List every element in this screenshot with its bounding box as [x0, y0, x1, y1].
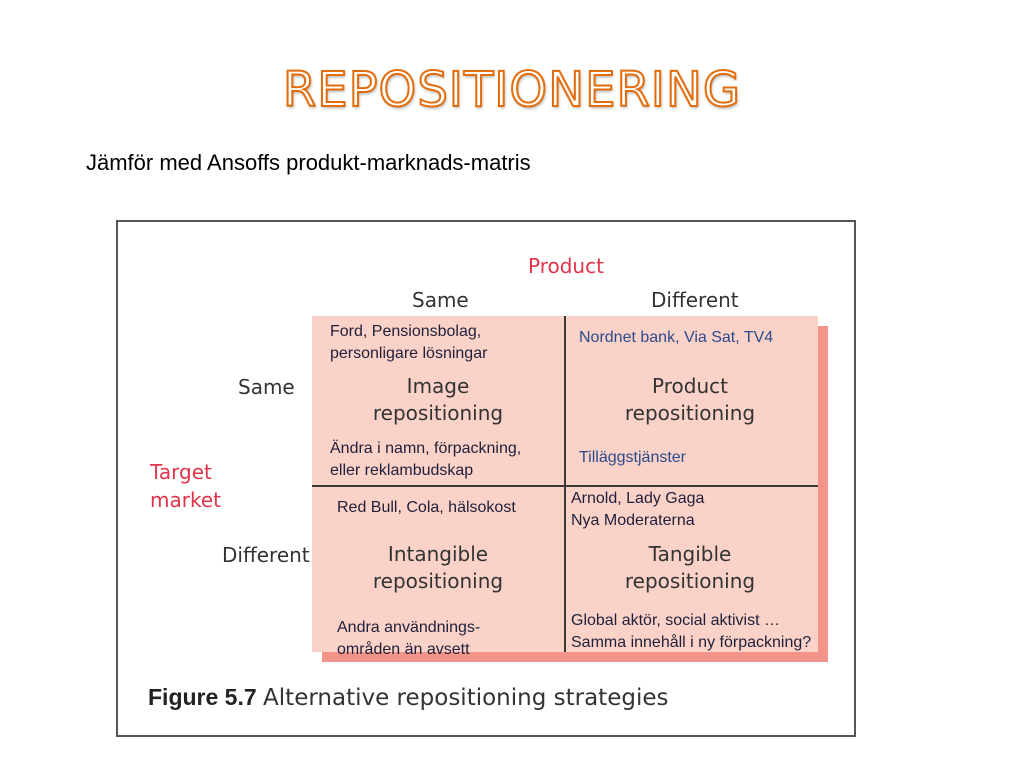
note-intangible-methods: Andra användnings- områden än avsett [337, 617, 480, 661]
note-line: personligare lösningar [330, 345, 488, 362]
column-header-same: Same [412, 288, 469, 312]
matrix-divider-horizontal [312, 485, 818, 487]
quadrant-title-line1: Image [406, 374, 470, 398]
note-line: Arnold, Lady Gaga [571, 490, 705, 507]
column-header-different: Different [651, 288, 739, 312]
quadrant-product-repositioning: Product repositioning [570, 373, 810, 427]
note-line: Andra användnings- [337, 619, 481, 636]
quadrant-title-line2: repositioning [372, 401, 504, 425]
note-intangible-examples: Red Bull, Cola, hälsokost [337, 499, 516, 516]
note-image-examples: Ford, Pensionsbolag, personligare lösnin… [330, 321, 487, 365]
row-header-same: Same [238, 375, 295, 399]
note-line: Samma innehåll i ny förpackning? [571, 634, 812, 651]
matrix-divider-vertical [564, 316, 566, 652]
quadrant-title-line1: Intangible [387, 542, 489, 566]
quadrant-title-line2: repositioning [624, 401, 756, 425]
axis-label-target-market: Target market [150, 458, 230, 514]
quadrant-image-repositioning: Image repositioning [318, 373, 558, 427]
quadrant-title-line2: repositioning [372, 569, 504, 593]
note-line: eller reklambudskap [330, 462, 474, 479]
note-line: områden än avsett [337, 641, 470, 658]
note-product-examples: Nordnet bank, Via Sat, TV4 [579, 329, 774, 346]
slide-subtitle: Jämför med Ansoffs produkt-marknads-matr… [86, 150, 531, 175]
note-tangible-examples: Arnold, Lady Gaga Nya Moderaterna [571, 488, 704, 532]
note-line: Ändra i namn, förpackning, [330, 440, 522, 457]
figure-caption-text: Alternative repositioning strategies [263, 685, 669, 711]
row-header-different: Different [222, 543, 310, 567]
figure-caption-label: Figure 5.7 [148, 684, 257, 710]
quadrant-intangible-repositioning: Intangible repositioning [318, 541, 558, 595]
figure-caption: Figure 5.7 Alternative repositioning str… [148, 684, 668, 711]
note-line: Global aktör, social aktivist … [571, 612, 780, 629]
quadrant-tangible-repositioning: Tangible repositioning [570, 541, 810, 595]
quadrant-title-line1: Product [652, 374, 728, 398]
slide-title: REPOSITIONERING [282, 61, 742, 119]
quadrant-title-line1: Tangible [648, 542, 732, 566]
note-line: Ford, Pensionsbolag, [330, 323, 482, 340]
axis-label-target-line2: market [150, 488, 221, 512]
quadrant-title-line2: repositioning [624, 569, 756, 593]
note-tangible-methods: Global aktör, social aktivist … Samma in… [571, 610, 811, 654]
note-image-methods: Ändra i namn, förpackning, eller reklamb… [330, 438, 521, 482]
axis-label-product: Product [528, 254, 604, 278]
note-product-methods: Tilläggstjänster [579, 449, 687, 466]
axis-label-target-line1: Target [150, 460, 212, 484]
note-line: Nya Moderaterna [571, 512, 695, 529]
